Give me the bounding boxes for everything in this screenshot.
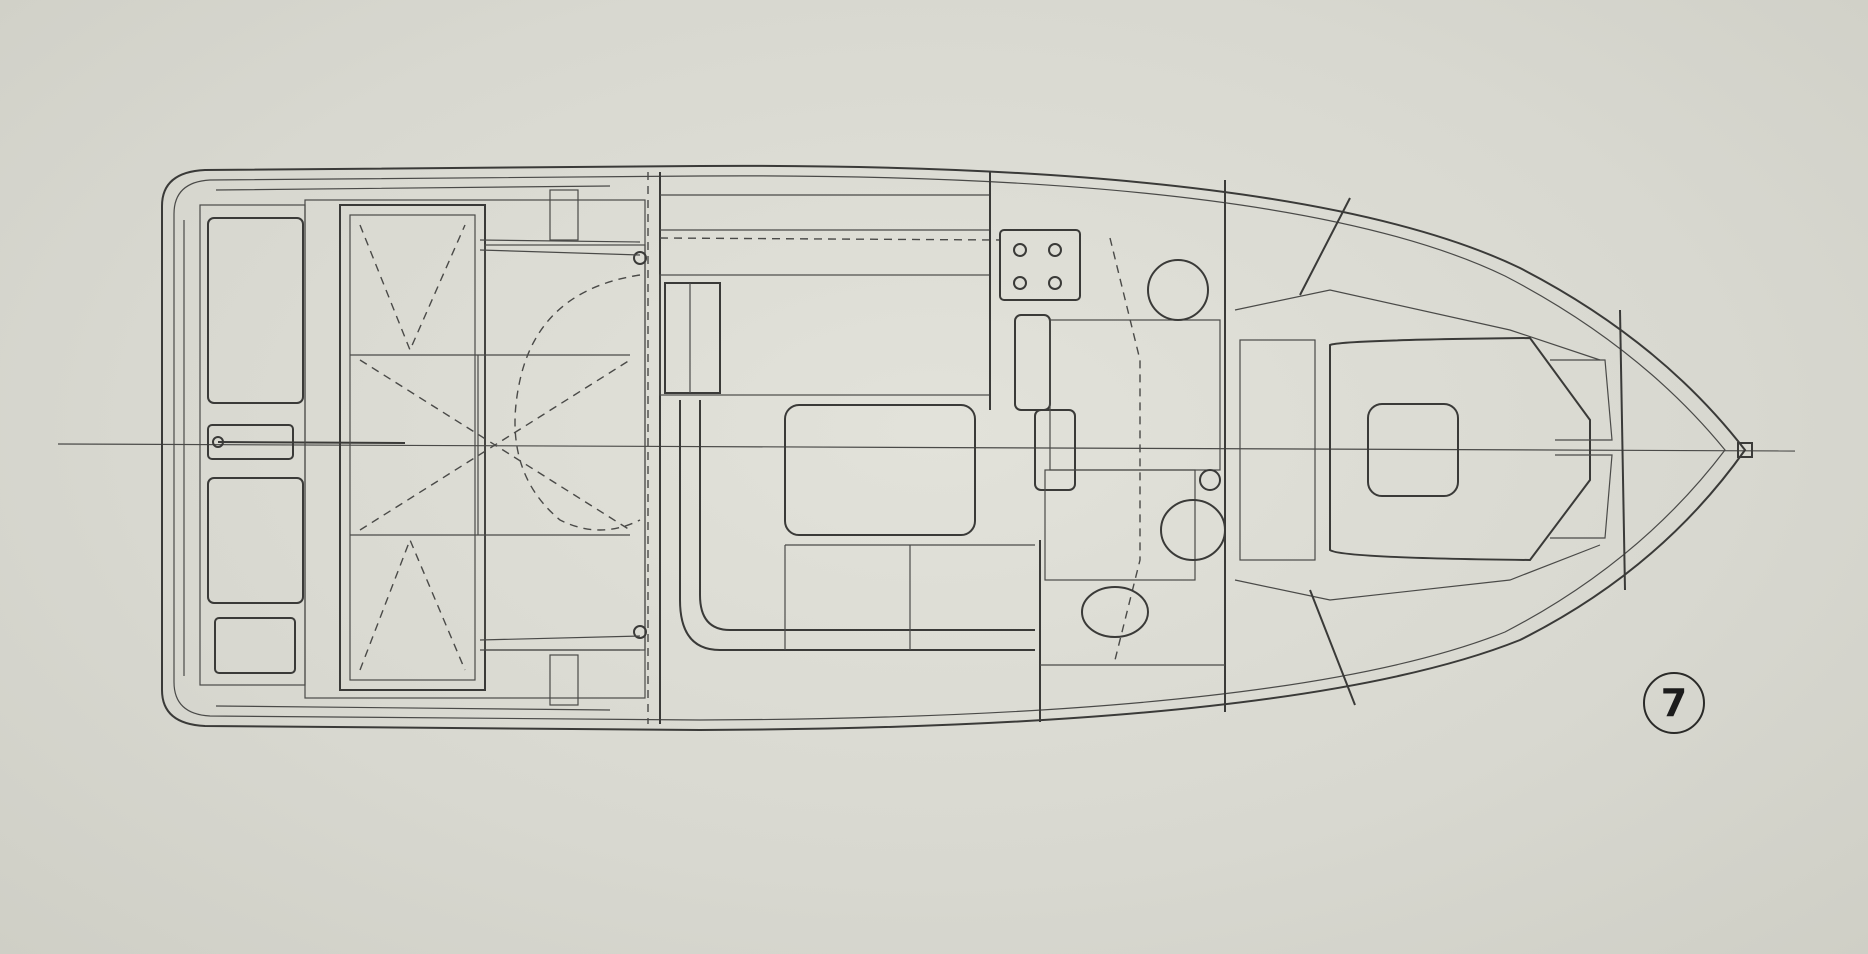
companionway-steps (664, 282, 721, 394)
helm-console (1034, 409, 1076, 491)
ladder-pivot (212, 436, 224, 448)
head-sink (1081, 586, 1149, 638)
hull-outline (161, 164, 1747, 732)
centerline (57, 443, 1796, 452)
saloon-dash-top (659, 237, 1001, 241)
burner-4 (1048, 276, 1062, 290)
transom-locker-1 (207, 217, 304, 404)
saloon-side-top (660, 194, 990, 231)
figure-number: 7 (1660, 681, 1688, 725)
deck-panel-right (484, 244, 646, 651)
stove (999, 229, 1081, 301)
engine-hatch-inner (349, 214, 476, 681)
burner-1 (1013, 243, 1027, 257)
shower-drain (1199, 469, 1221, 491)
door-swing-arc (514, 274, 641, 531)
burner-2 (1048, 243, 1062, 257)
hatch-diagonal-3 (359, 538, 466, 671)
head-floor-grid (1044, 469, 1196, 581)
berth-cushion-top (1550, 359, 1613, 441)
engine-hatch (339, 204, 486, 691)
stanchion-bottom (633, 625, 647, 639)
cleat-bottom (549, 654, 579, 706)
hull-inner-line (173, 175, 1726, 721)
fwd-divider-top (1299, 197, 1351, 296)
fwd-bulkhead-line-2 (1234, 544, 1601, 601)
saloon-floor (659, 274, 991, 396)
burner-3 (1013, 276, 1027, 290)
helm-seat (1014, 314, 1051, 411)
chain-locker-bulkhead (1619, 309, 1626, 591)
cleat-top (549, 189, 579, 241)
transom-step (214, 617, 296, 674)
dinette-table (784, 404, 976, 536)
door-swing-galley (1109, 237, 1141, 661)
fwd-bulkhead-line (1234, 289, 1601, 361)
fwd-divider-bottom (1309, 589, 1356, 706)
toilet (1160, 499, 1226, 561)
ladder-rail (217, 441, 406, 444)
vberth-side-floor (1239, 339, 1316, 561)
transom-locker-2 (207, 477, 304, 604)
berth-cushion-bottom (1550, 454, 1613, 539)
hull-inner-line-2 (183, 185, 611, 711)
stanchion-top (633, 251, 647, 265)
hatch-diagonal-1 (359, 224, 466, 352)
side-rail-top (479, 239, 641, 256)
figure-number-badge: 7 (1643, 672, 1705, 734)
dinette-settee (679, 400, 1035, 651)
bow-fitting (1737, 442, 1753, 458)
hatch-diagonal-2 (359, 359, 631, 531)
side-rail-bottom (479, 635, 641, 651)
galley-sink (1147, 259, 1209, 321)
forward-hatch (1367, 403, 1459, 497)
v-berth (1329, 336, 1591, 562)
